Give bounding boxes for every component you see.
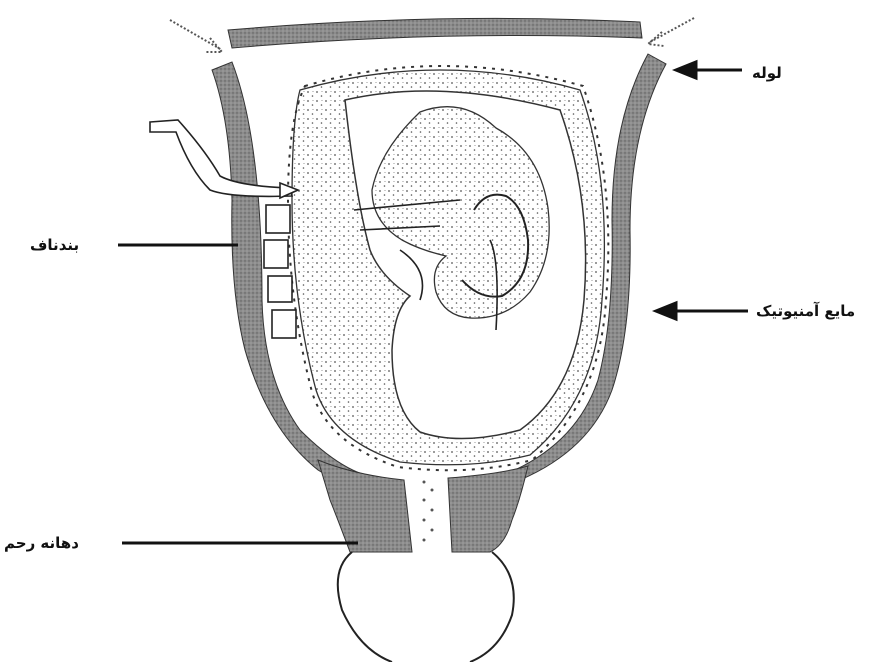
cervix-right <box>448 466 528 552</box>
umbilical-inflow <box>150 120 292 196</box>
arrow-left-icon <box>656 303 676 319</box>
label-cervix: دهانه رحم <box>4 534 79 552</box>
cervical-canal <box>423 481 434 542</box>
uterus-top-band <box>228 18 642 48</box>
vagina-outline <box>338 552 514 662</box>
placenta-blocks <box>264 205 296 338</box>
label-umbilical-cord: بندناف <box>30 236 79 254</box>
label-tube: لوله <box>752 64 782 82</box>
label-amniotic-fluid: مایع آمنیوتیک <box>756 302 855 320</box>
cervix-left <box>318 460 412 552</box>
arrow-left-icon <box>676 62 696 78</box>
